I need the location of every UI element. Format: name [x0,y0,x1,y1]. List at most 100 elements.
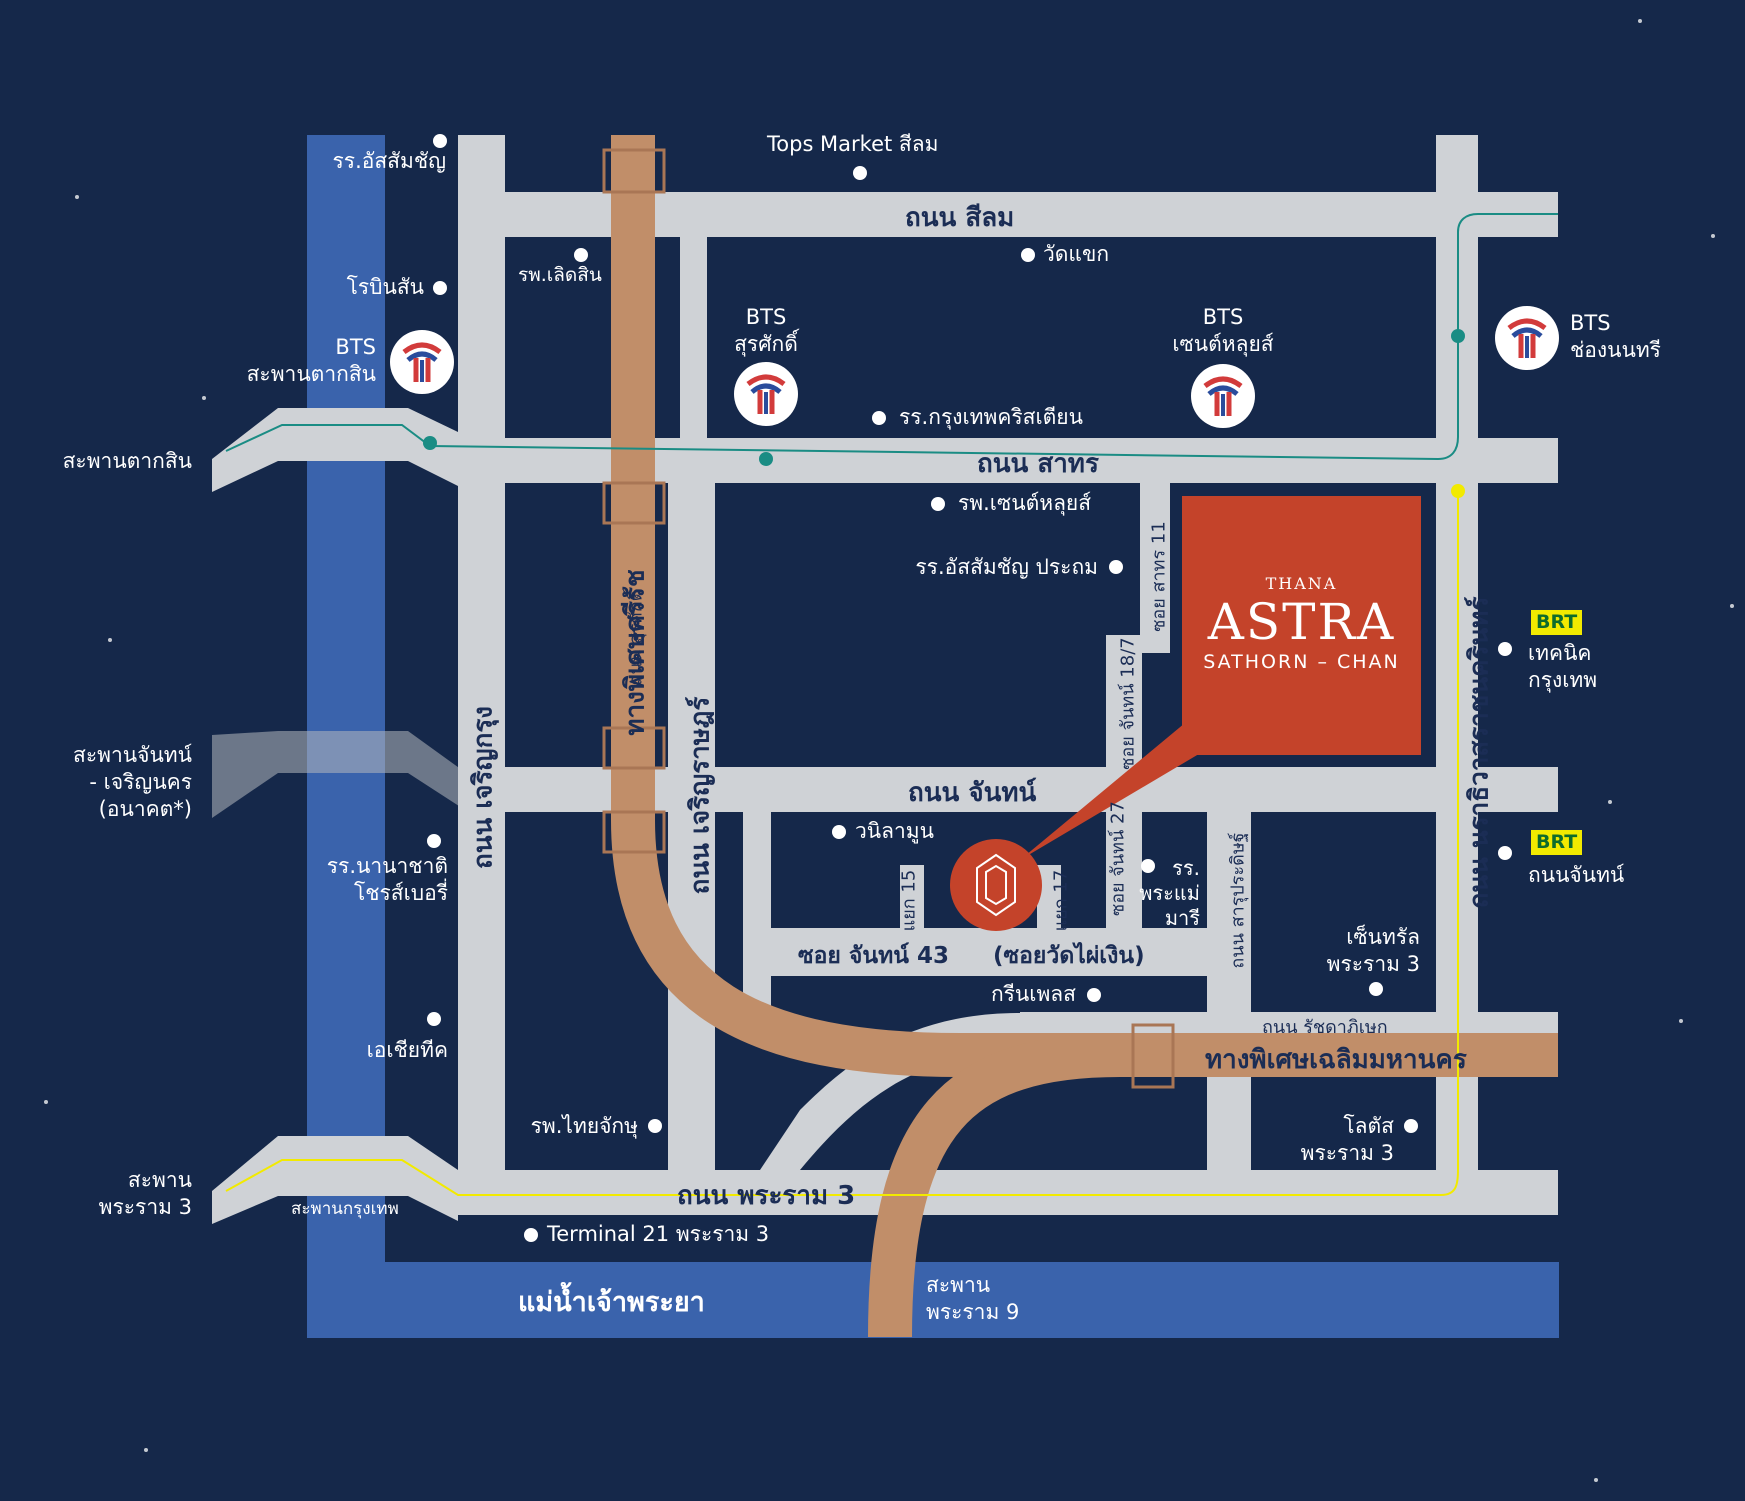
project-pin-icon [950,839,1042,931]
project-subtitle: SATHORN – CHAN [1203,651,1400,673]
place-mater: รร.พระแม่มารี [1130,856,1200,931]
location-dot-icon [433,134,447,148]
bts-logo-icon [1191,364,1255,428]
brt-tech-line1: เทคนิค [1528,641,1592,665]
location-dot-icon [427,1012,441,1026]
location-dot-icon [433,281,447,295]
bridge-chan-charoen: สะพานจันทน์ - เจริญนคร (อนาคต*) [40,742,192,823]
bts-stlouis-line1: BTS [1202,305,1244,329]
bridge-rama9-line1: สะพาน [926,1273,991,1297]
bts-surasak-line1: BTS [745,305,787,329]
place-lotus: โลตัสพระราม 3 [1270,1113,1394,1167]
bts-chongnonsi-line2: ช่องนนทรี [1570,338,1661,362]
bts-logo-icon [1495,306,1559,370]
road-charoenrat: ถนน เจริญราษฎร์ [685,696,716,895]
location-dot-icon [524,1228,538,1242]
expressway-gates [602,148,1175,1089]
road-rama3: ถนน พระราม 3 [677,1181,856,1211]
bts-logo-icon [734,362,798,426]
road-saruprasit: ถนน สารุประดิษฐ์ [1227,832,1249,969]
location-dot-icon [1109,560,1123,574]
project-card: THANA ASTRA SATHORN – CHAN [1182,496,1421,755]
project-name: ASTRA [1207,593,1396,651]
location-dot-icon [1404,1119,1418,1133]
place-thai-eye: รพ.ไทยจักษุ [530,1114,638,1138]
location-dot-icon [1021,248,1035,262]
brt-tech-label: เทคนิคกรุงเทพ [1528,640,1597,694]
location-dot-icon [832,825,846,839]
bts-stlouis-line2: เซนต์หลุยส์ [1172,332,1274,356]
place-assumption-primary: รร.อัสสัมชัญ ประถม [915,555,1098,579]
road-yaek17: แยก 17 [1050,869,1072,932]
location-dot-icon [1498,846,1512,860]
bts-stlouis-label: BTS เซนต์หลุยส์ [1162,304,1284,358]
bridge-chan-line1: สะพานจันทน์ [73,743,192,767]
location-dot-icon [648,1119,662,1133]
road-soi-chan27: ซอย จันทน์ 27 [1107,801,1129,916]
place-wanilamun: วนิลามูน [855,819,935,843]
place-central-line2: พระราม 3 [1326,952,1420,976]
place-assumption: รร.อัสสัมชัญ [332,149,446,173]
bts-surasak-label: BTS สุรศักดิ์ [716,304,816,358]
place-intl-line2: โชรส์เบอรี่ [353,881,448,905]
bridge-chan-line3: (อนาคต*) [98,797,192,821]
brt-badge: BRT [1531,610,1583,635]
location-dot-icon [574,248,588,262]
place-terminal21: Terminal 21 พระราม 3 [547,1222,770,1246]
location-dot-icon [853,166,867,180]
brt-badge: BRT [1531,830,1583,855]
road-sathorn: ถนน สาทร [977,449,1099,479]
place-robinson: โรบินสัน [346,275,424,299]
location-dot-icon [1141,859,1155,873]
bts-taksin-line2: สะพานตากสิน [246,362,376,386]
place-green-place: กรีนเพลส [990,982,1076,1006]
bts-logo-icon [390,330,454,394]
bts-surasak-line2: สุรศักดิ์ [734,332,798,356]
bridge-rama9: สะพานพระราม 9 [926,1272,1019,1326]
future-bridge [212,731,462,818]
bridge-taksin: สะพานตากสิน [62,449,192,473]
bridge-rama3: สะพานพระราม 3 [40,1167,192,1221]
road-yaek15: แยก 15 [898,869,920,932]
bridge-chan-line2: - เจริญนคร [89,770,192,794]
road-narathiwat: ถนน นราธิวาสราชนครินทร์ [1464,596,1495,909]
expressways [611,135,1558,1338]
road-silom: ถนน สีลม [905,203,1015,233]
location-dot-icon [1498,642,1512,656]
project-brand: THANA [1265,574,1338,593]
location-dot-icon [427,834,441,848]
river-label: แม่น้ำเจ้าพระยา [518,1287,705,1318]
road-soi-chan18-7: ซอย จันทน์ 18/7 [1117,637,1139,770]
place-lotus-line1: โลตัส [1343,1114,1394,1138]
expressway-chaloem: ทางพิเศษเฉลิมมหานคร [1205,1045,1467,1075]
bts-taksin-label: BTS สะพานตากสิน [240,334,376,388]
place-mater-line1: รร. [1172,856,1200,880]
place-central-line1: เซ็นทรัล [1346,925,1420,949]
bts-chongnonsi-line1: BTS [1570,311,1611,335]
bridge-rama9-line2: พระราม 9 [926,1300,1020,1324]
bts-line [225,213,1558,461]
place-asiatique: เอเชียทีค [366,1038,448,1062]
place-stlouis-hosp: รพ.เซนต์หลุยส์ [958,491,1092,515]
place-mater-line2: พระแม่ [1139,881,1200,905]
location-dot-icon [1369,982,1383,996]
bridge-krungthep: สะพานกรุงเทพ [291,1199,399,1219]
bts-taksin-line1: BTS [335,335,376,359]
road-soi-chan43: ซอย จันทน์ 43 [798,943,950,969]
road-soi-sathorn11: ซอย สาทร 11 [1148,521,1170,632]
bridge-rama3-line2: พระราม 3 [98,1195,192,1219]
place-lertsin: รพ.เลิดสิน [518,264,602,286]
road-charoenkrung: ถนน เจริญกรุง [468,706,499,869]
bts-chongnonsi-label: BTS ช่องนนทรี [1570,310,1661,364]
road-soi-watphaingoen: (ซอยวัดไผ่เงิน) [993,943,1145,969]
place-mater-line3: มารี [1164,906,1200,930]
road-ratchadaphisek: ถนน รัชดาภิเษก [1262,1017,1388,1038]
brt-chan-label: ถนนจันทน์ [1528,863,1625,887]
place-lotus-line2: พระราม 3 [1300,1141,1394,1165]
bridge-rama3-line1: สะพาน [127,1168,192,1192]
bts-line-stops [423,329,1465,466]
location-dot-icon [1087,988,1101,1002]
brt-stop [1451,484,1465,498]
